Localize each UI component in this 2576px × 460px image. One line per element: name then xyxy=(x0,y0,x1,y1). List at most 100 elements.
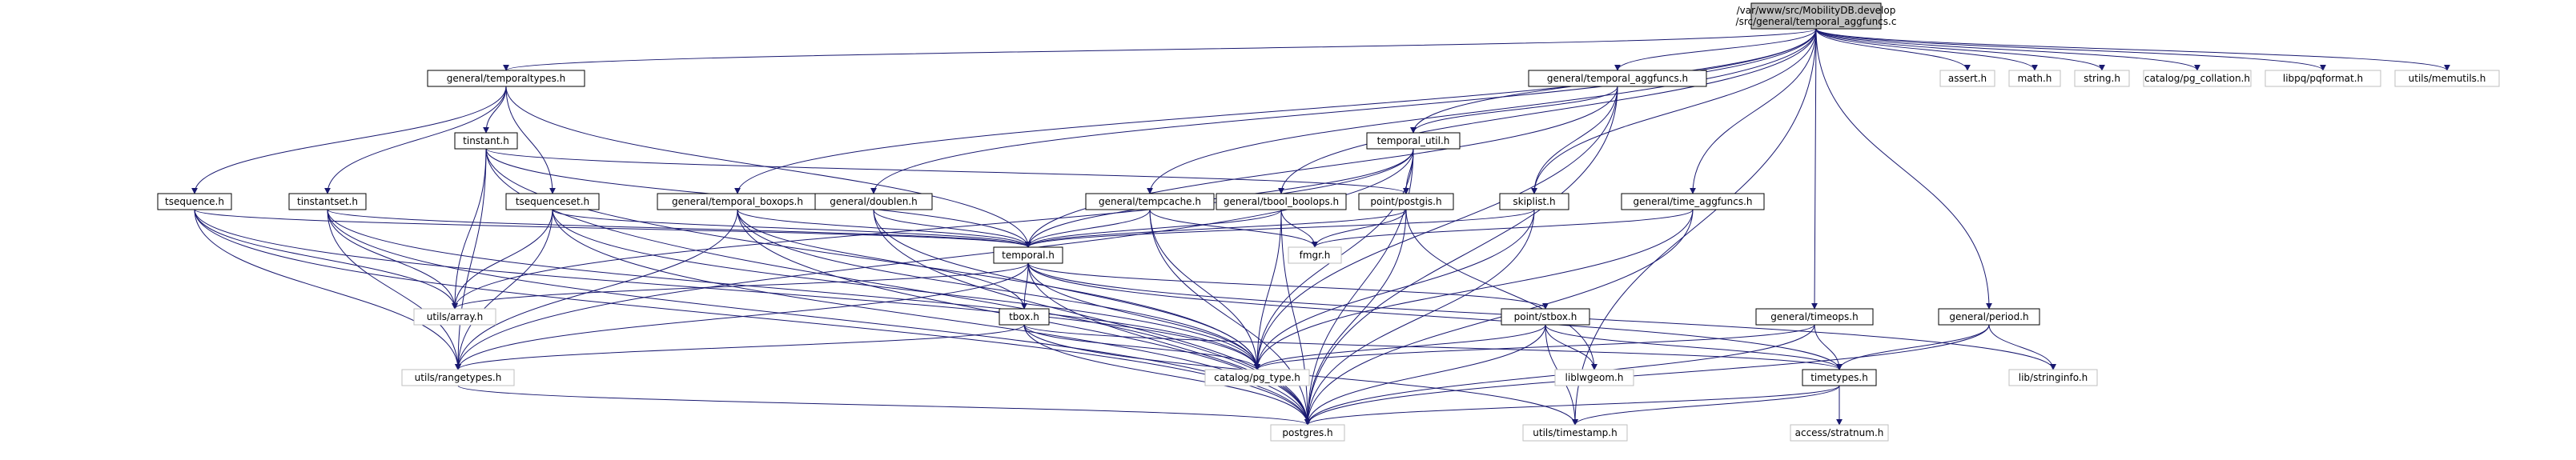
node-temporal[interactable]: temporal.h xyxy=(993,246,1063,264)
edge-tsequence-to-pg_type xyxy=(194,209,1260,370)
edge-temporal_aggfuncs_h-to-pg_type xyxy=(1254,86,1618,370)
node-box xyxy=(427,70,585,87)
node-temporal_util[interactable]: temporal_util.h xyxy=(1366,132,1461,150)
node-tbool_boolops[interactable]: general/tbool_boolops.h xyxy=(1216,193,1347,210)
edge-tbool_boolops-to-pg_type xyxy=(1254,209,1282,370)
node-box xyxy=(1358,193,1454,210)
edge-tbool_boolops-to-temporal xyxy=(1025,209,1282,248)
edge-tempcache-to-fmgr xyxy=(1149,209,1318,248)
edge-timeops-to-pg_type xyxy=(1254,324,1815,370)
edge-time_aggfuncs-to-pg_type xyxy=(1254,209,1694,370)
node-string: string.h xyxy=(2074,70,2130,87)
node-pg_type: catalog/pg_type.h xyxy=(1204,369,1310,386)
node-label: general/doublen.h xyxy=(830,196,918,207)
node-root[interactable]: /var/www/src/MobilityDB.develop/src/gene… xyxy=(1736,2,1897,30)
node-tinstantset[interactable]: tinstantset.h xyxy=(288,193,367,210)
node-label: lib/stringinfo.h xyxy=(2019,372,2088,383)
node-timetypes[interactable]: timetypes.h xyxy=(1802,369,1877,386)
edge-doublen-to-temporal xyxy=(873,209,1031,248)
node-box xyxy=(1204,369,1310,386)
node-fmgr: fmgr.h xyxy=(1288,246,1342,264)
node-postgres: postgres.h xyxy=(1270,424,1345,442)
node-label: catalog/pg_type.h xyxy=(1214,372,1300,383)
edge-tsequenceset-to-array xyxy=(452,209,553,310)
edge-period-to-timetypes xyxy=(1836,324,1990,370)
node-box xyxy=(999,308,1050,326)
node-temporaltypes[interactable]: general/temporaltypes.h xyxy=(427,70,585,87)
node-pg_collation: catalog/pg_collation.h xyxy=(2143,70,2252,87)
edge-root-to-boxops xyxy=(734,28,1817,194)
node-assert: assert.h xyxy=(1939,70,1995,87)
edge-doublen-to-postgres xyxy=(873,209,1311,426)
node-label: general/period.h xyxy=(1949,311,2028,322)
node-box xyxy=(1790,424,1889,442)
node-box xyxy=(1938,308,2040,326)
node-math: math.h xyxy=(2008,70,2061,87)
node-tinstant[interactable]: tinstant.h xyxy=(454,132,518,150)
node-label: access/stratnum.h xyxy=(1795,427,1884,438)
node-box xyxy=(1270,424,1345,442)
node-label: general/temporaltypes.h xyxy=(447,73,566,84)
node-tsequenceset[interactable]: tsequenceset.h xyxy=(505,193,600,210)
node-label: utils/rangetypes.h xyxy=(415,372,502,383)
edge-temporal_aggfuncs_h-to-skiplist xyxy=(1531,86,1618,194)
edge-temporal_util-to-rangetypes xyxy=(455,148,1414,370)
node-temporal_aggfuncs_h[interactable]: general/temporal_aggfuncs.h xyxy=(1528,70,1707,87)
node-box xyxy=(2074,70,2130,87)
node-box xyxy=(1366,132,1461,150)
edge-tbox-to-timetypes xyxy=(1023,324,1843,370)
node-box xyxy=(1085,193,1215,210)
edges-layer xyxy=(191,28,2450,426)
edge-skiplist-to-pg_type xyxy=(1254,209,1535,370)
node-time_aggfuncs[interactable]: general/time_aggfuncs.h xyxy=(1621,193,1765,210)
edge-period-to-postgres xyxy=(1304,324,1990,426)
node-label: skiplist.h xyxy=(1513,196,1555,207)
edge-temporaltypes-to-tsequence xyxy=(191,86,507,194)
node-doublen[interactable]: general/doublen.h xyxy=(814,193,933,210)
node-box xyxy=(2008,70,2061,87)
edge-temporal_util-to-array xyxy=(452,148,1414,310)
edge-temporal_aggfuncs_h-to-temporal_util xyxy=(1410,86,1618,134)
node-tsequence[interactable]: tsequence.h xyxy=(157,193,232,210)
node-box xyxy=(2265,70,2381,87)
node-period[interactable]: general/period.h xyxy=(1938,308,2040,326)
node-box xyxy=(1499,193,1569,210)
edge-tbox-to-rangetypes xyxy=(455,324,1025,370)
edge-root-to-temporaltypes xyxy=(503,28,1817,71)
edge-boxops-to-rangetypes xyxy=(455,209,738,370)
edge-tinstantset-to-array xyxy=(327,209,458,310)
node-label: postgres.h xyxy=(1282,427,1332,438)
edge-postgis-to-temporal xyxy=(1025,209,1407,248)
node-label: general/temporal_boxops.h xyxy=(672,196,803,207)
edge-tbox-to-pg_type xyxy=(1023,324,1260,370)
node-postgis[interactable]: point/postgis.h xyxy=(1358,193,1454,210)
edge-root-to-time_aggfuncs xyxy=(1690,28,1817,194)
edge-period-to-stringinfo xyxy=(1988,324,2056,370)
node-skiplist[interactable]: skiplist.h xyxy=(1499,193,1569,210)
node-box xyxy=(505,193,600,210)
node-box xyxy=(1755,308,1874,326)
node-label: tinstant.h xyxy=(463,135,509,146)
edge-stbox-to-timetypes xyxy=(1545,324,1843,370)
node-box xyxy=(2394,70,2500,87)
node-boxops[interactable]: general/temporal_boxops.h xyxy=(657,193,818,210)
edge-tsequenceset-to-rangetypes xyxy=(455,209,553,370)
edge-temporal-to-pg_type xyxy=(1027,262,1260,370)
node-stbox[interactable]: point/stbox.h xyxy=(1501,308,1590,326)
node-memutils: utils/memutils.h xyxy=(2394,70,2500,87)
node-tempcache[interactable]: general/tempcache.h xyxy=(1085,193,1215,210)
node-tbox[interactable]: tbox.h xyxy=(999,308,1050,326)
edge-root-to-temporal_aggfuncs_h xyxy=(1614,28,1817,71)
node-array: utils/array.h xyxy=(413,308,496,326)
node-label: temporal.h xyxy=(1002,250,1055,261)
node-timeops[interactable]: general/timeops.h xyxy=(1755,308,1874,326)
edge-tinstant-to-rangetypes xyxy=(455,148,487,370)
node-label: timetypes.h xyxy=(1810,372,1868,383)
node-box xyxy=(1939,70,1995,87)
node-stringinfo: lib/stringinfo.h xyxy=(2008,369,2098,386)
edge-temporaltypes-to-tinstant xyxy=(483,86,507,134)
edge-temporal-to-postgres xyxy=(1027,262,1311,426)
edge-root-to-assert xyxy=(1815,28,1971,71)
node-label: general/timeops.h xyxy=(1770,311,1858,322)
node-label: utils/memutils.h xyxy=(2409,73,2486,84)
